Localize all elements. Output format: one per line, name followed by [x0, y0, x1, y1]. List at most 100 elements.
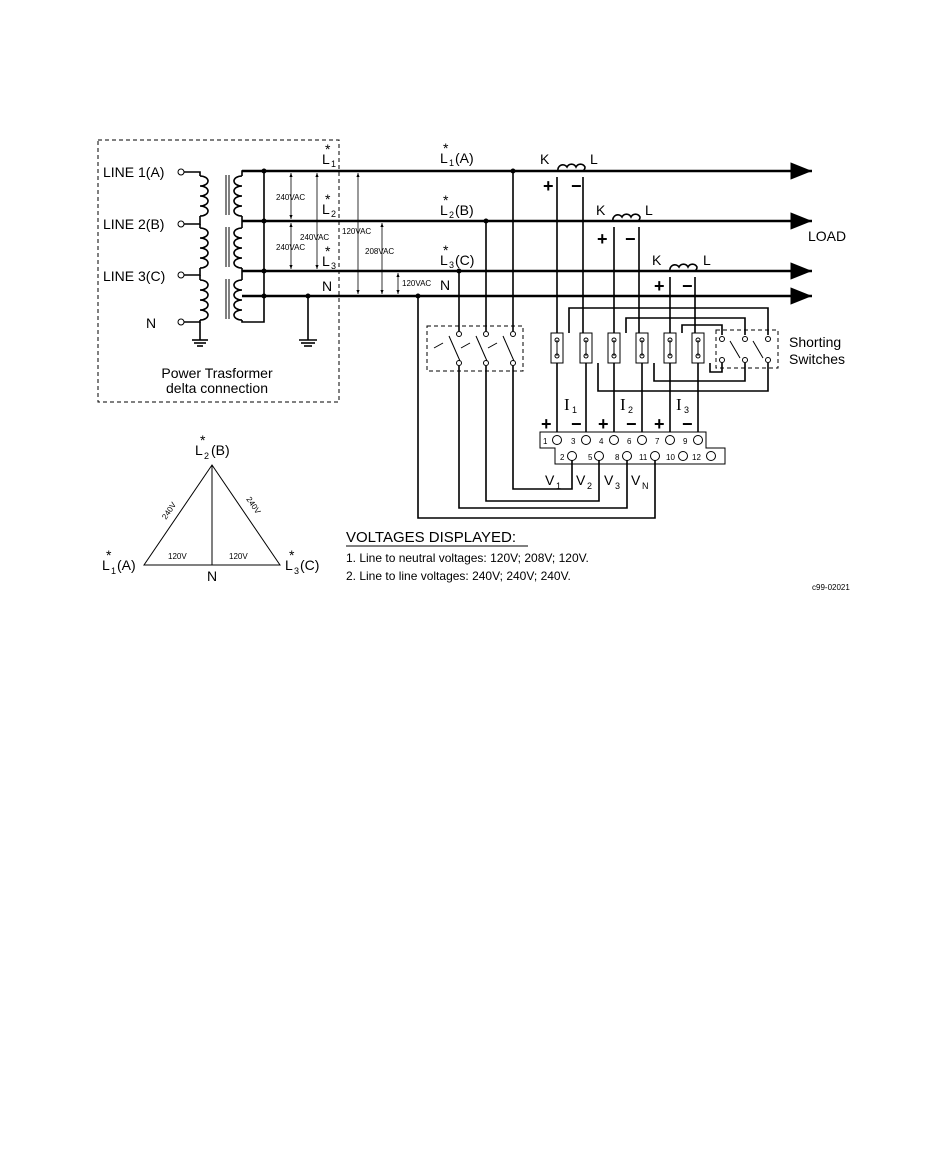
terminal-3: 3 — [571, 437, 576, 446]
voltage-240-c: 240VAC — [276, 243, 305, 252]
tri-left-suffix: (A) — [117, 557, 136, 573]
notes-line2: 2. Line to line voltages: 240V; 240V; 24… — [346, 569, 571, 583]
tri-left-star: * — [106, 547, 112, 563]
ct1-l: L — [590, 151, 598, 167]
transformer-title-line1: Power Trasformer — [161, 365, 273, 381]
ct1-plus: + — [543, 176, 554, 196]
voltage-annotations: 240VAC 240VAC 240VAC 120VAC 208VAC 120VA… — [276, 173, 431, 294]
current-labels: I 1 I 2 I 3 + − + − + − — [541, 395, 693, 434]
bus-a-sub: 1 — [449, 158, 454, 168]
terminal-7: 7 — [655, 437, 660, 446]
load-label: LOAD — [808, 228, 846, 244]
terminal-8: 8 — [615, 453, 620, 462]
secondary-windings — [233, 170, 265, 323]
ct-wires — [556, 177, 769, 432]
bus-a-star: * — [443, 140, 449, 156]
shorting-label-line1: Shorting — [789, 334, 841, 350]
meter-terminal-block: 1 3 4 6 7 9 2 5 8 11 10 12 — [539, 431, 726, 465]
v2-sub: 2 — [587, 481, 592, 491]
bus-a-suffix: (A) — [455, 150, 474, 166]
v3-letter: V — [604, 472, 614, 488]
vn-letter: V — [631, 472, 641, 488]
voltage-120-b: 120VAC — [402, 279, 431, 288]
bus-labels: L 1 (A) * L 2 (B) * L 3 (C) * N LOAD — [440, 140, 846, 293]
bus-b-letter: L — [440, 202, 448, 218]
vn-sub: N — [642, 481, 649, 491]
v1-sub: 1 — [556, 481, 561, 491]
voltage-120-a: 120VAC — [342, 227, 371, 236]
ct2-plus: + — [597, 229, 608, 249]
label-l2-sub: 2 — [331, 209, 336, 219]
figure-id: c99-02021 — [812, 583, 850, 592]
v1-letter: V — [545, 472, 555, 488]
neutral-input-terminal — [177, 318, 185, 326]
line-3-terminal — [177, 271, 185, 279]
label-l3-star: * — [325, 243, 331, 259]
i2-letter: I — [620, 395, 626, 414]
i1-sub: 1 — [572, 405, 577, 415]
tri-right-sub: 3 — [294, 566, 299, 576]
tri-n: N — [207, 568, 217, 584]
power-transformer: LINE 1(A) LINE 2(B) LINE 3(C) N — [97, 139, 340, 403]
current-transformer-1: K L + − — [540, 151, 598, 196]
terminal-6: 6 — [627, 437, 632, 446]
terminal-1: 1 — [543, 437, 548, 446]
voltage-input-labels: V 1 V 2 V 3 V N — [545, 472, 649, 491]
i3-letter: I — [676, 395, 682, 414]
line-2-terminal — [177, 220, 185, 228]
notes-line1: 1. Line to neutral voltages: 120V; 208V;… — [346, 551, 589, 565]
primary-windings — [184, 171, 209, 347]
voltage-240-a: 240VAC — [276, 193, 305, 202]
ct2-k: K — [596, 202, 606, 218]
label-l1-star: * — [325, 141, 331, 157]
bus-c-sub: 3 — [449, 260, 454, 270]
label-l3: L — [322, 253, 330, 269]
tri-top-star: * — [200, 432, 206, 448]
line-1-terminal — [177, 168, 185, 176]
voltage-tap-wires — [415, 168, 656, 519]
voltage-switch-dashed-box — [426, 325, 524, 372]
ct3-plus: + — [654, 276, 665, 296]
terminal-4: 4 — [599, 437, 604, 446]
i1-letter: I — [564, 395, 570, 414]
tri-base-right: 120V — [229, 552, 248, 561]
bus-c-star: * — [443, 242, 449, 258]
ct2-l: L — [645, 202, 653, 218]
tri-left-letter: L — [102, 557, 110, 573]
current-transformer-3: K L + − — [652, 252, 711, 296]
shorting-switch-dashed-box — [715, 329, 779, 369]
i3-minus: − — [682, 414, 693, 434]
i1-plus: + — [541, 414, 552, 434]
i3-plus: + — [654, 414, 665, 434]
tri-base-left: 120V — [168, 552, 187, 561]
tri-right-star: * — [289, 547, 295, 563]
bus-n-label: N — [440, 277, 450, 293]
terminal-2: 2 — [560, 453, 565, 462]
i1-minus: − — [571, 414, 582, 434]
voltage-switch-box — [426, 325, 524, 372]
bus-b-suffix: (B) — [455, 202, 474, 218]
v2-letter: V — [576, 472, 586, 488]
neutral-input-label: N — [146, 315, 156, 331]
label-l3-sub: 3 — [331, 261, 336, 271]
label-l2: L — [322, 201, 330, 217]
bus-c-letter: L — [440, 252, 448, 268]
transformer-title-line2: delta connection — [166, 380, 268, 396]
ct2-minus: − — [625, 229, 636, 249]
label-n: N — [322, 278, 332, 294]
line-3-label: LINE 3(C) — [103, 268, 165, 284]
tri-right-letter: L — [285, 557, 293, 573]
bus-b-sub: 2 — [449, 210, 454, 220]
voltage-triangle: L 2 (B) * L 1 (A) * L 3 (C) * N 240V 240… — [102, 432, 319, 584]
label-l1: L — [322, 151, 330, 167]
current-transformer-2: K L + − — [596, 202, 653, 249]
ground-symbol — [299, 297, 317, 347]
transformer-cores — [225, 175, 230, 319]
v3-sub: 3 — [615, 481, 620, 491]
terminal-5: 5 — [588, 453, 593, 462]
bus-c-suffix: (C) — [455, 252, 474, 268]
terminal-10: 10 — [666, 453, 675, 462]
tri-top-suffix: (B) — [211, 442, 230, 458]
tri-side-right: 240V — [244, 495, 262, 516]
